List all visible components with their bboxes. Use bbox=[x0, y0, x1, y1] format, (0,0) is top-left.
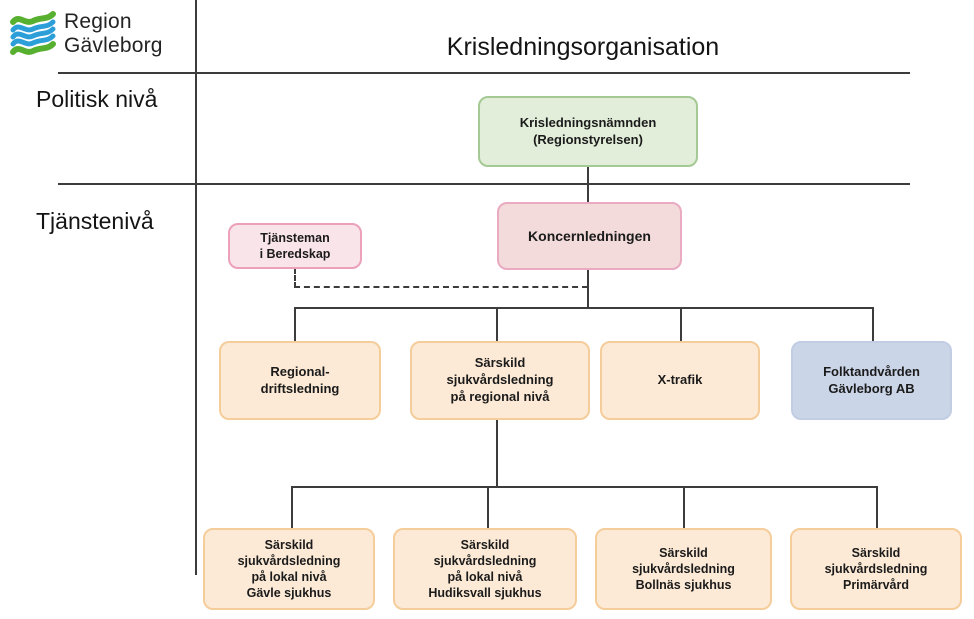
connector-dashed-tjansteman-horizontal bbox=[294, 286, 588, 288]
connector-dashed-tjansteman-vertical bbox=[294, 268, 296, 288]
connector-level3-horizontal bbox=[291, 486, 878, 488]
logo-text-line1: Region bbox=[64, 10, 132, 33]
connector-drop-primarvard bbox=[876, 486, 878, 528]
node-krisledningsnamnden: Krisledningsnämnden (Regionstyrelsen) bbox=[478, 96, 698, 167]
node-koncernledningen: Koncernledningen bbox=[497, 202, 682, 270]
node-regional-driftsledning-label: Regional- driftsledning bbox=[260, 363, 340, 396]
node-folktandvarden: Folktandvården Gävleborg AB bbox=[791, 341, 952, 420]
level-label-politisk: Politisk nivå bbox=[36, 86, 158, 112]
page-title: Krisledningsorganisation bbox=[446, 33, 720, 61]
divider-horizontal-middle bbox=[58, 183, 910, 185]
level-label-tjanste: Tjänstenivå bbox=[36, 208, 154, 234]
node-folktandvarden-label: Folktandvården Gävleborg AB bbox=[823, 363, 920, 396]
node-sarskild-hudiksvall-label: Särskild sjukvårdsledning på lokal nivå … bbox=[428, 537, 542, 601]
node-tjansteman-label: Tjänsteman i Beredskap bbox=[259, 230, 331, 261]
node-sarskild-primarvard-label: Särskild sjukvårdsledning Primärvård bbox=[824, 545, 928, 593]
node-regional-driftsledning: Regional- driftsledning bbox=[219, 341, 381, 420]
node-sarskild-regional: Särskild sjukvårdsledning på regional ni… bbox=[410, 341, 590, 420]
node-sarskild-gavle: Särskild sjukvårdsledning på lokal nivå … bbox=[203, 528, 375, 610]
connector-regional-down bbox=[496, 420, 498, 487]
connector-level2-horizontal bbox=[294, 307, 874, 309]
connector-drop-xtrafik bbox=[680, 307, 682, 341]
connector-drop-sarskild-regional bbox=[496, 307, 498, 341]
connector-drop-regionaldrift bbox=[294, 307, 296, 341]
logo-wave-icon bbox=[10, 10, 56, 55]
connector-drop-bollnas bbox=[683, 486, 685, 528]
divider-horizontal-top bbox=[58, 72, 910, 74]
connector-koncern-down bbox=[587, 270, 589, 309]
node-koncernledningen-label: Koncernledningen bbox=[528, 227, 651, 244]
logo-text-line2: Gävleborg bbox=[64, 33, 163, 57]
divider-vertical-left bbox=[195, 0, 197, 575]
connector-drop-gavle bbox=[291, 486, 293, 528]
node-tjansteman-i-beredskap: Tjänsteman i Beredskap bbox=[228, 223, 362, 269]
connector-drop-hudiksvall bbox=[487, 486, 489, 528]
node-sarskild-gavle-label: Särskild sjukvårdsledning på lokal nivå … bbox=[237, 537, 341, 601]
node-sarskild-hudiksvall: Särskild sjukvårdsledning på lokal nivå … bbox=[393, 528, 577, 610]
region-gavleborg-logo: Region Gävleborg bbox=[10, 10, 163, 57]
node-xtrafik-label: X-trafik bbox=[657, 372, 703, 388]
connector-drop-folktandvarden bbox=[872, 307, 874, 341]
node-xtrafik: X-trafik bbox=[600, 341, 760, 420]
node-sarskild-primarvard: Särskild sjukvårdsledning Primärvård bbox=[790, 528, 962, 610]
node-sarskild-regional-label: Särskild sjukvårdsledning på regional ni… bbox=[446, 355, 554, 404]
node-sarskild-bollnas-label: Särskild sjukvårdsledning Bollnäs sjukhu… bbox=[632, 545, 735, 593]
node-sarskild-bollnas: Särskild sjukvårdsledning Bollnäs sjukhu… bbox=[595, 528, 772, 610]
node-krisledningsnamnden-label: Krisledningsnämnden (Regionstyrelsen) bbox=[519, 114, 657, 147]
connector-krisledningsnamnden-koncern bbox=[587, 167, 589, 202]
logo-text: Region Gävleborg bbox=[64, 10, 163, 57]
